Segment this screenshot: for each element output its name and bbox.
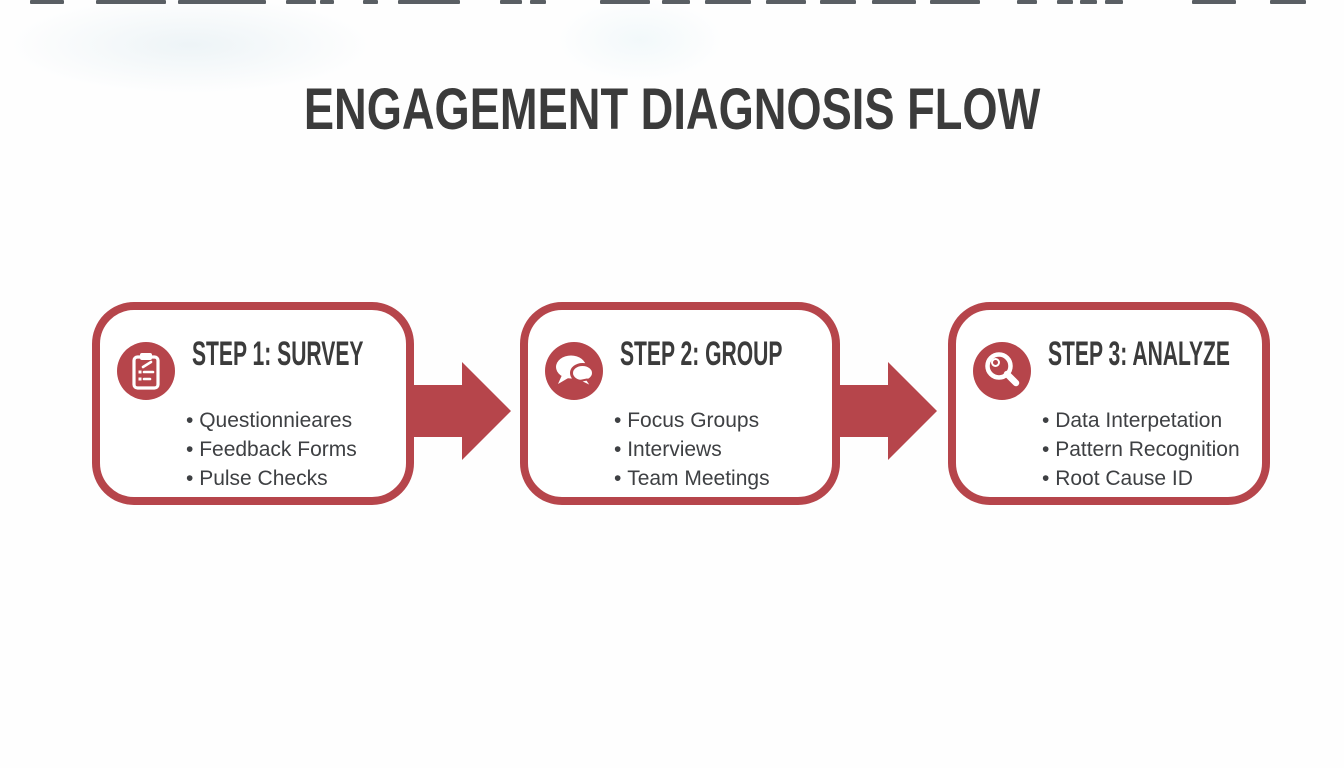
top-edge-dash: [872, 0, 916, 4]
page-title-text: ENGAGEMENT DIAGNOSIS FLOW: [303, 77, 1041, 142]
bullet-item: Data Interpetation: [1042, 406, 1240, 435]
step-card-analyze: STEP 3: ANALYZE Data Interpetation Patte…: [948, 302, 1270, 505]
top-edge-dash: [1080, 0, 1097, 4]
step-heading: STEP 1: SURVEY: [192, 335, 364, 373]
top-edge-dash: [363, 0, 378, 4]
top-edge-dash: [1017, 0, 1037, 4]
top-edge-dash: [500, 0, 522, 4]
bullet-item: Root Cause ID: [1042, 464, 1240, 493]
bullet-item: Interviews: [614, 435, 770, 464]
step-heading: STEP 3: ANALYZE: [1048, 335, 1230, 373]
top-edge-dash: [96, 0, 166, 4]
top-edge-dash: [1105, 0, 1123, 4]
top-edge-dash: [600, 0, 650, 4]
step-bullet-list: Data Interpetation Pattern Recognition R…: [1042, 406, 1240, 493]
clipboard-checklist-icon: [117, 342, 175, 400]
top-edge-dash: [1057, 0, 1073, 4]
bullet-item: Pattern Recognition: [1042, 435, 1239, 464]
bullet-item: Feedback Forms: [186, 435, 357, 464]
bullet-item: Focus Groups: [614, 406, 770, 435]
step-heading: STEP 2: GROUP: [620, 335, 783, 373]
step-card-group: STEP 2: GROUP Focus Groups Interviews Te…: [520, 302, 840, 505]
top-edge-artifacts: [0, 0, 1344, 6]
top-edge-dash: [30, 0, 64, 4]
step-bullet-list: Questionnieares Feedback Forms Pulse Che…: [186, 406, 357, 493]
top-edge-dash: [930, 0, 980, 4]
flow-arrow-icon: [838, 362, 937, 460]
step-bullet-list: Focus Groups Interviews Team Meetings: [614, 406, 770, 493]
bullet-item: Team Meetings: [614, 464, 769, 493]
top-edge-dash: [820, 0, 856, 4]
top-edge-dash: [1192, 0, 1236, 4]
magnifier-icon: [973, 342, 1031, 400]
top-edge-dash: [1270, 0, 1306, 4]
bullet-item: Pulse Checks: [186, 464, 357, 493]
top-edge-dash: [662, 0, 690, 4]
bullet-item: Questionnieares: [186, 406, 357, 435]
page-title: ENGAGEMENT DIAGNOSIS FLOW: [0, 76, 1344, 143]
top-edge-dash: [398, 0, 460, 4]
top-edge-dash: [320, 0, 334, 4]
flow-arrow-icon: [412, 362, 511, 460]
top-edge-dash: [705, 0, 751, 4]
top-edge-dash: [178, 0, 266, 4]
top-edge-dash: [766, 0, 806, 4]
step-card-survey: STEP 1: SURVEY Questionnieares Feedback …: [92, 302, 414, 505]
top-edge-dash: [286, 0, 316, 4]
speech-bubbles-icon: [545, 342, 603, 400]
top-edge-dash: [530, 0, 546, 4]
